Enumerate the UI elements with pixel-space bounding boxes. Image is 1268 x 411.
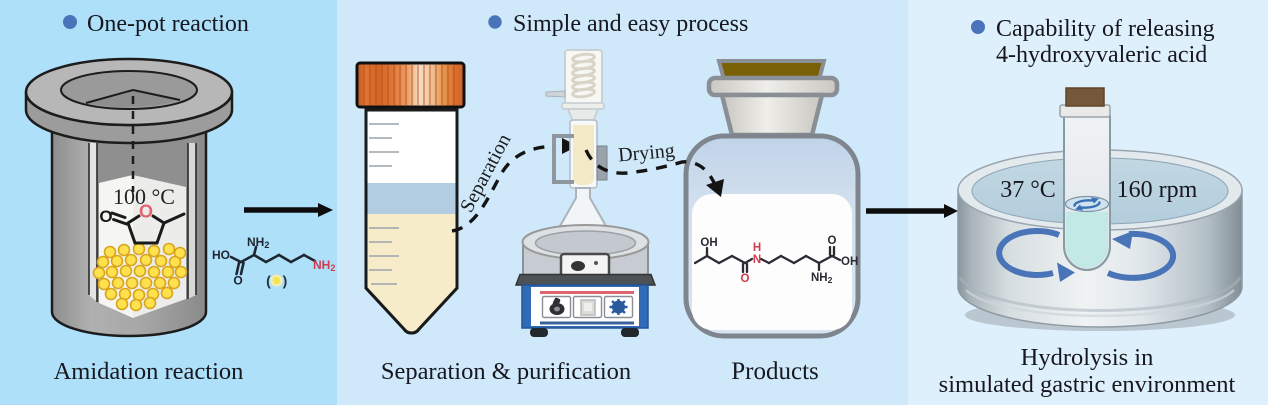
svg-text:Simple and easy process: Simple and easy process [513,11,748,37]
svg-text:): ) [283,273,288,289]
svg-text:NH2: NH2 [247,235,269,250]
svg-text:N: N [753,254,761,266]
svg-text:Capability of releasing: Capability of releasing [996,16,1215,42]
svg-text:Amidation reaction: Amidation reaction [54,358,244,385]
svg-text:Products: Products [731,358,819,385]
svg-text:O: O [233,274,242,288]
svg-text:Separation & purification: Separation & purification [381,358,631,385]
svg-text:HO: HO [212,248,230,262]
svg-text:160 rpm: 160 rpm [1117,177,1198,203]
svg-text:simulated gastric environment: simulated gastric environment [939,371,1236,398]
svg-text:O: O [741,273,750,285]
svg-text:O: O [139,202,153,222]
svg-text:37 °C: 37 °C [1000,177,1056,203]
svg-text:OH: OH [841,256,858,268]
svg-text:One-pot reaction: One-pot reaction [87,11,249,37]
svg-text:Hydrolysis in: Hydrolysis in [1021,344,1154,371]
svg-text:4-hydroxyvaleric acid: 4-hydroxyvaleric acid [996,42,1207,68]
svg-text:OH: OH [700,237,717,249]
svg-text:H: H [753,242,761,254]
svg-text:NH2: NH2 [811,272,833,285]
svg-text:(: ( [266,273,271,289]
svg-text:O: O [99,207,112,226]
svg-text:NH2: NH2 [313,258,335,273]
svg-text:O: O [828,235,837,247]
svg-text:100 °C: 100 °C [113,184,175,209]
svg-text:Drying: Drying [617,140,675,167]
